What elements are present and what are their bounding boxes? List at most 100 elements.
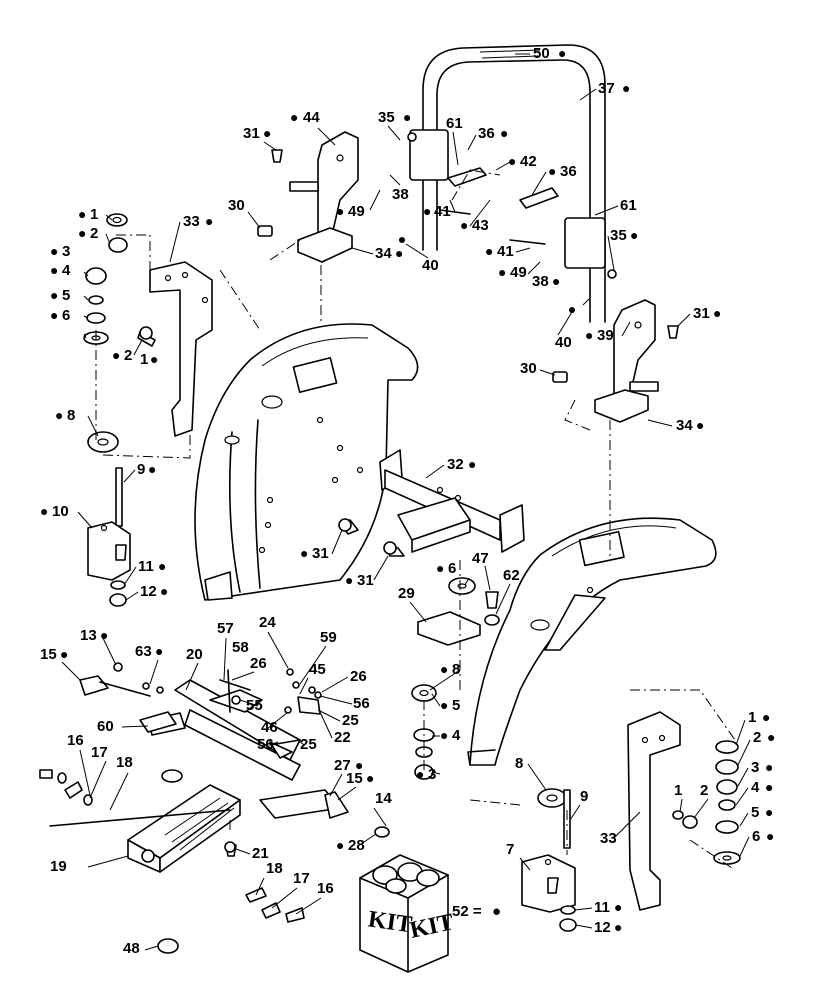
callout-label: 3 bbox=[751, 759, 759, 776]
callout-label: 1 bbox=[748, 709, 756, 726]
rollbar-hardware bbox=[257, 132, 679, 383]
callout-dot: ● bbox=[614, 921, 622, 936]
callout-label: 31 bbox=[357, 572, 374, 589]
callout-dot: ● bbox=[263, 127, 271, 142]
callout-label: 18 bbox=[266, 860, 283, 877]
left-rollbar-mount bbox=[289, 131, 359, 263]
callout-label: 6 bbox=[752, 828, 760, 845]
legend: 52 = ● bbox=[452, 903, 501, 920]
callout-dot: ● bbox=[548, 165, 556, 180]
left-pin-set bbox=[39, 769, 93, 806]
callout-label: 50 bbox=[533, 45, 550, 62]
callout-dot: ● bbox=[500, 127, 508, 142]
hitch-assembly bbox=[79, 662, 349, 819]
callout-dot: ● bbox=[50, 264, 58, 279]
callout-label: 19 bbox=[50, 858, 67, 875]
callout-label: 27 bbox=[334, 757, 351, 774]
callout-dot: ● bbox=[558, 47, 566, 62]
callout-dot: ● bbox=[150, 353, 158, 368]
callout-label: 17 bbox=[293, 870, 310, 887]
callout-dot: ● bbox=[40, 505, 48, 520]
callout-dot: ● bbox=[468, 458, 476, 473]
callout-label: 3 bbox=[428, 766, 436, 783]
right-lower-bracket bbox=[521, 788, 577, 932]
linkage-small-parts bbox=[219, 668, 322, 746]
callout-dot: ● bbox=[696, 419, 704, 434]
callout-label: 2 bbox=[124, 347, 132, 364]
callout-label: 40 bbox=[422, 257, 439, 274]
callout-dot: ● bbox=[460, 219, 468, 234]
callout-label: 49 bbox=[510, 264, 527, 281]
callout-dot: ● bbox=[614, 901, 622, 916]
callout-label: 39 bbox=[597, 327, 614, 344]
callout-dot: ● bbox=[158, 560, 166, 575]
callout-label: 25 bbox=[300, 736, 317, 753]
callout-label: 12 bbox=[140, 583, 157, 600]
callout-label: 55 bbox=[246, 697, 263, 714]
callout-label: 5 bbox=[751, 804, 759, 821]
callout-label: 41 bbox=[434, 203, 451, 220]
callout-label: 25 bbox=[342, 712, 359, 729]
callout-label: 4 bbox=[452, 727, 461, 744]
callout-dot: ● bbox=[155, 645, 163, 660]
drawbar-tube bbox=[379, 449, 525, 553]
kit-box: KIT KIT bbox=[359, 854, 456, 973]
callout-label: 1 bbox=[90, 206, 98, 223]
callout-dot: ● bbox=[436, 562, 444, 577]
callout-dot: ● bbox=[355, 759, 363, 774]
callout-label: 40 bbox=[555, 334, 572, 351]
callout-label: 31 bbox=[312, 545, 329, 562]
callout-dot: ● bbox=[440, 663, 448, 678]
callout-label: 35 bbox=[378, 109, 395, 126]
callout-label: 9 bbox=[137, 461, 145, 478]
callout-label: 58 bbox=[232, 639, 249, 656]
callout-label: 36 bbox=[478, 125, 495, 142]
callout-label: 45 bbox=[309, 661, 326, 678]
assembly-centerlines bbox=[95, 169, 736, 871]
callout-label: 33 bbox=[600, 830, 617, 847]
callout-label: 6 bbox=[62, 307, 70, 324]
right-hardware-stack bbox=[672, 740, 741, 865]
callout-dot: ● bbox=[160, 585, 168, 600]
callout-label: 60 bbox=[97, 718, 114, 735]
callout-label: 26 bbox=[350, 668, 367, 685]
callout-label: 6 bbox=[448, 560, 456, 577]
callout-label: 30 bbox=[520, 360, 537, 377]
callout-label: 11 bbox=[594, 899, 610, 916]
callout-dot: ● bbox=[60, 648, 68, 663]
callout-label: 5 bbox=[452, 697, 460, 714]
callout-label: 30 bbox=[228, 197, 245, 214]
callout-dot: ● bbox=[508, 155, 516, 170]
callout-dot: ● bbox=[290, 111, 298, 126]
callout-dot: ● bbox=[50, 245, 58, 260]
left-fender bbox=[194, 323, 419, 601]
callout-dot: ● bbox=[416, 768, 424, 783]
callout-dot: ● bbox=[423, 205, 431, 220]
callout-label: 32 bbox=[447, 456, 464, 473]
callout-label: 37 bbox=[598, 80, 615, 97]
callout-label: 2 bbox=[700, 782, 708, 799]
callout-dot: ● bbox=[765, 761, 773, 776]
callout-label: 16 bbox=[317, 880, 334, 897]
callout-dot: ● bbox=[50, 289, 58, 304]
callout-dot: ● bbox=[767, 731, 775, 746]
callout-dot: ● bbox=[630, 229, 638, 244]
callout-label: 63 bbox=[135, 643, 152, 660]
callout-label: 1 bbox=[140, 351, 148, 368]
callout-label: 59 bbox=[320, 629, 337, 646]
callout-label: 20 bbox=[186, 646, 203, 663]
callout-label: 8 bbox=[67, 407, 75, 424]
callout-dot: ● bbox=[585, 329, 593, 344]
callout-label: 44 bbox=[303, 109, 320, 126]
callout-label: 31 bbox=[243, 125, 260, 142]
callout-label: 13 bbox=[80, 627, 97, 644]
callout-label: 56 bbox=[257, 736, 274, 753]
callout-dot: ● bbox=[50, 309, 58, 324]
left-fender-bracket bbox=[149, 261, 213, 437]
callout-label: 34 bbox=[676, 417, 693, 434]
callout-label: 48 bbox=[123, 940, 140, 957]
callout-label: 33 bbox=[183, 213, 200, 230]
callout-label: 7 bbox=[506, 841, 514, 858]
callout-dot: ● bbox=[762, 711, 770, 726]
left-hardware-stack bbox=[83, 213, 156, 607]
